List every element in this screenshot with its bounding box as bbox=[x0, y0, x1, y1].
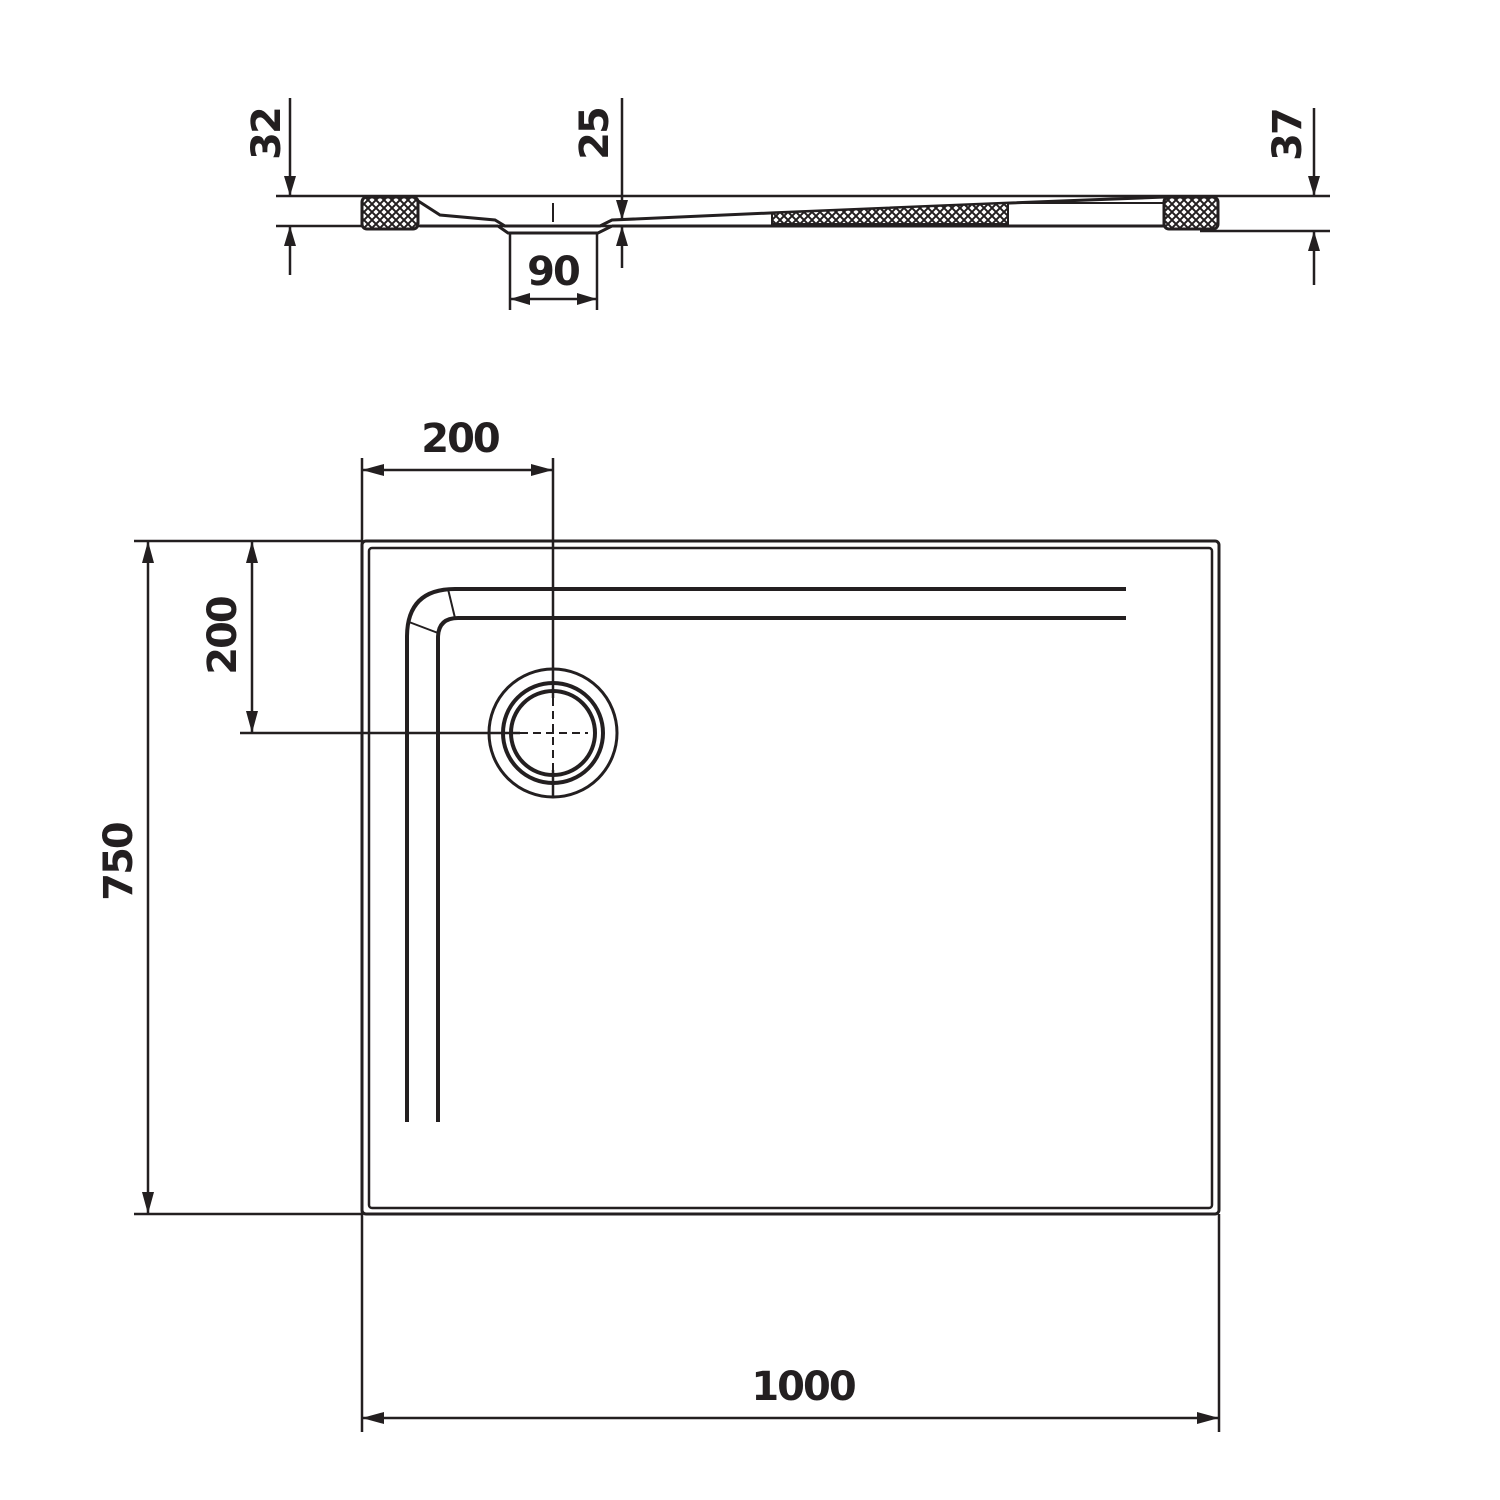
groove-inner bbox=[436, 616, 1126, 1122]
dim37-arrow-up bbox=[1308, 231, 1320, 251]
dim25-arrow-down bbox=[616, 200, 628, 220]
top-view bbox=[134, 458, 1221, 1432]
slope-insulation-strip bbox=[771, 201, 1009, 225]
dim750-arrow-bottom bbox=[142, 1192, 154, 1214]
groove-bend-mark-1 bbox=[447, 588, 456, 619]
tray-profile-top bbox=[365, 195, 1166, 228]
dim32-arrow-down bbox=[284, 176, 296, 196]
right-support-foot bbox=[1162, 195, 1220, 231]
tray-outer-outline bbox=[360, 539, 1221, 1216]
dim32-arrow-up bbox=[284, 226, 296, 246]
dim-drain-offset-x-label: 200 bbox=[421, 416, 499, 462]
groove-bend-mark-2 bbox=[408, 621, 439, 634]
dim37-arrow-down bbox=[1308, 176, 1320, 196]
dim-drain-offset-y-label: 200 bbox=[200, 597, 246, 675]
dim-left-height-label: 32 bbox=[244, 108, 290, 160]
dim1000-arrow-left bbox=[362, 1412, 384, 1424]
dim200h-arrow-left bbox=[362, 464, 384, 476]
tray-inner-rim bbox=[367, 546, 1214, 1210]
dim200v-arrow-bottom bbox=[246, 711, 258, 733]
dim200v-arrow-top bbox=[246, 541, 258, 563]
left-support-foot bbox=[360, 195, 420, 231]
dim-depth-label: 750 bbox=[96, 823, 142, 901]
dim-drain-width-label: 90 bbox=[527, 249, 579, 295]
dim-width-label: 1000 bbox=[751, 1364, 854, 1410]
dim1000-arrow-right bbox=[1197, 1412, 1219, 1424]
groove-outer bbox=[405, 587, 1126, 1122]
dim-right-height-label: 37 bbox=[1265, 109, 1311, 161]
dim90-arrow-left bbox=[510, 293, 530, 305]
dim90-arrow-right bbox=[577, 293, 597, 305]
dim750-arrow-top bbox=[142, 541, 154, 563]
dim25-arrow-up bbox=[616, 226, 628, 246]
side-view bbox=[276, 98, 1330, 310]
dim-drain-depth-label: 25 bbox=[572, 108, 618, 160]
dim200h-arrow-right bbox=[531, 464, 553, 476]
drain-recess bbox=[497, 224, 613, 235]
